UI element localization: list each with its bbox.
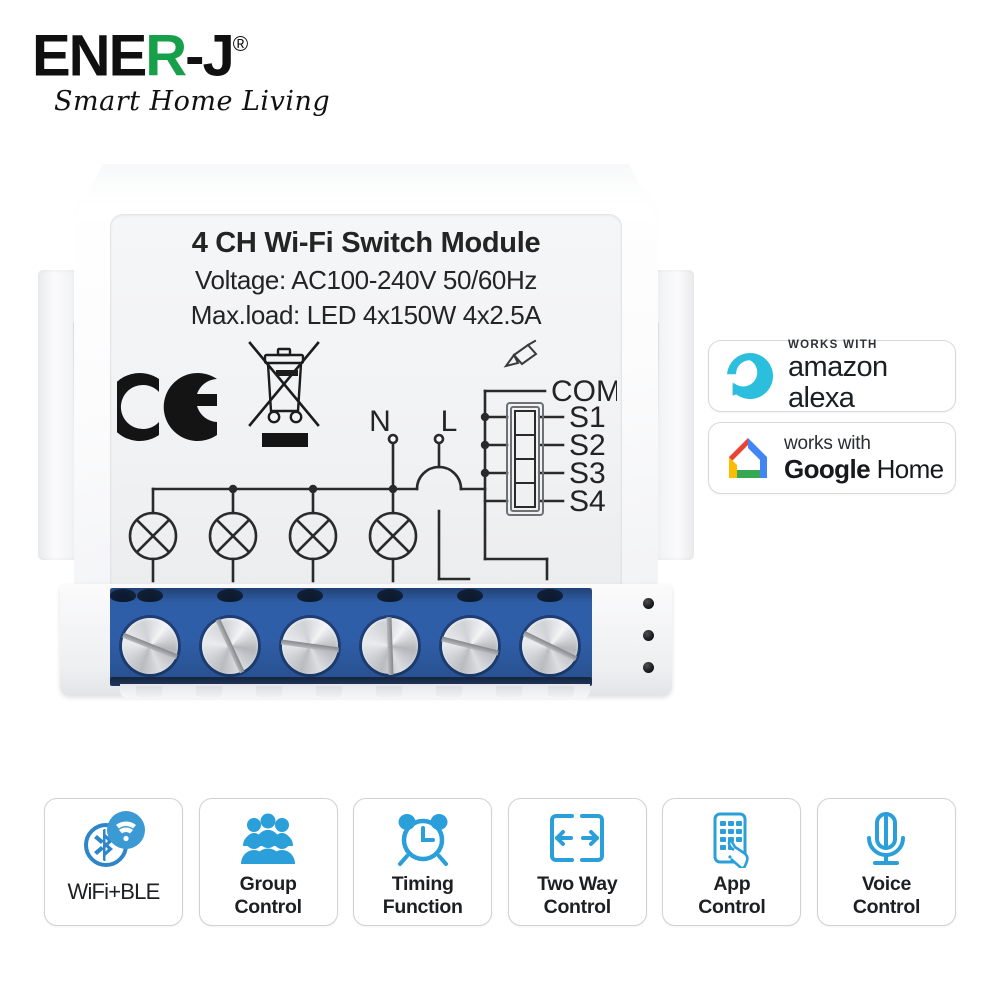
diagram-label-l-top: L (441, 405, 458, 438)
pen-pointer-icon (503, 339, 538, 368)
wifi-bluetooth-icon (79, 808, 149, 870)
wire-hole (217, 589, 243, 602)
google-home-icon (723, 433, 773, 483)
terminal-screw (122, 618, 178, 674)
product-maxload: Max.load: LED 4x150W 4x2.5A (190, 300, 542, 330)
terminal-screw (362, 616, 418, 676)
wiring-diagram: N L L1 L2 L3 L4 L N COM S1 S2 S3 S4 (117, 339, 617, 598)
four-gang-switch-symbol (506, 402, 544, 516)
status-led (643, 598, 654, 609)
ce-mark-icon (117, 373, 217, 441)
wire-hole (137, 589, 163, 602)
badge-alexa-line2: amazon alexa (788, 350, 888, 414)
badge-google-line2: Google Home (784, 453, 945, 484)
badge-google-home-text: works with Google Home (784, 433, 944, 484)
badge-amazon-alexa-text: WORKS WITH amazon alexa (788, 339, 945, 414)
terminal-screw (280, 618, 340, 674)
wire-hole (377, 589, 403, 602)
feature-card-row: WiFi+BLE Gro (44, 798, 956, 926)
wire-hole (110, 589, 136, 602)
terminal-screw (441, 618, 499, 674)
diagram-label-n-top: N (369, 405, 391, 438)
terminal-foot (120, 684, 590, 698)
compatibility-badges: WORKS WITH amazon alexa works with Googl… (708, 339, 956, 494)
product-image: 4 CH Wi-Fi Switch Module Voltage: AC100-… (36, 152, 696, 712)
wire-hole (537, 589, 563, 602)
two-way-arrows-icon (546, 808, 608, 870)
lamp-symbol-group (128, 487, 418, 583)
logo-tagline: Smart Home Living (54, 86, 331, 117)
terminal-bottom-edge (110, 677, 592, 686)
group-people-icon (237, 808, 299, 870)
logo-text-part1: ENE (32, 23, 147, 89)
logo-text-part2: -J (185, 23, 235, 89)
amazon-alexa-icon (723, 349, 777, 403)
badge-google-rest: Home (869, 453, 945, 484)
wire-hole (297, 589, 323, 602)
status-led (643, 630, 654, 641)
brand-logo: ENER-J® Smart Home Living (28, 18, 358, 128)
diagram-label-s3: S3 (569, 457, 606, 490)
feature-card-wifi-ble[interactable]: WiFi+BLE (44, 798, 183, 926)
module-housing-bevel (74, 164, 658, 222)
diagram-label-s1: S1 (569, 401, 606, 434)
diagram-label-s4: S4 (569, 485, 606, 518)
badge-amazon-alexa[interactable]: WORKS WITH amazon alexa (708, 339, 956, 414)
module-label-plate: 4 CH Wi-Fi Switch Module Voltage: AC100-… (110, 214, 622, 606)
wire-hole (457, 589, 483, 602)
terminal-block (60, 584, 672, 702)
phone-hand-icon (703, 808, 761, 870)
registered-trademark-icon: ® (232, 33, 249, 56)
terminal-screw (202, 618, 258, 674)
diagram-label-s2: S2 (569, 429, 606, 462)
badge-google-home[interactable]: works with Google Home (708, 422, 956, 494)
diagram-label-com: COM (551, 375, 617, 408)
terminal-inner-shadow (110, 588, 592, 602)
product-title: 4 CH Wi-Fi Switch Module (191, 227, 541, 259)
badge-google-bold: Google (784, 453, 871, 484)
product-voltage: Voltage: AC100-240V 50/60Hz (195, 265, 537, 295)
terminal-blue-plate (110, 588, 592, 686)
microphone-icon (859, 808, 913, 870)
badge-google-line1: works with (784, 432, 871, 454)
status-led (643, 662, 654, 673)
weee-bin-icon (248, 341, 320, 447)
alarm-clock-icon (393, 808, 453, 870)
logo-text-green-r: R (145, 23, 187, 89)
product-spec-text: 4 CH Wi-Fi Switch Module Voltage: AC100-… (111, 223, 621, 333)
logo-wordmark: ENER-J® (32, 20, 248, 85)
badge-alexa-line1: WORKS WITH (788, 338, 878, 351)
terminal-screw (522, 618, 578, 674)
feature-label-wifi-ble: WiFi+BLE (67, 879, 160, 904)
